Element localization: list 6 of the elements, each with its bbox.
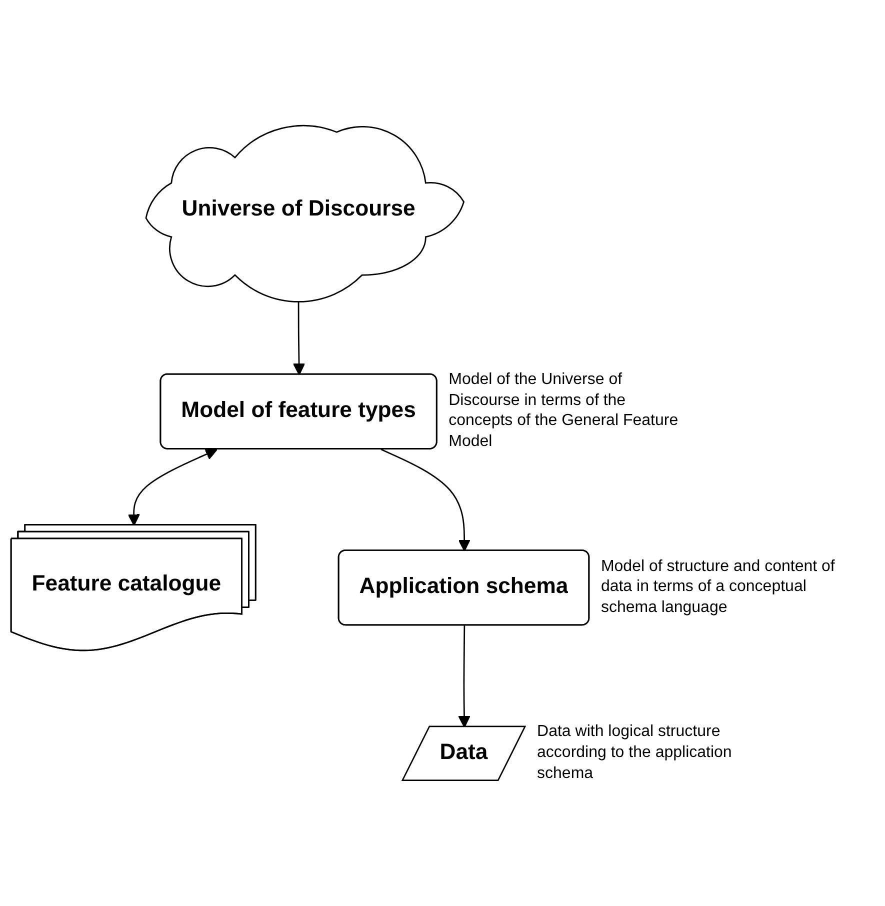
arrow	[458, 626, 470, 728]
arrow	[380, 448, 470, 552]
annotation-text: Data with logical structure according to the application schema	[537, 722, 733, 784]
annotation-text: Model of structure and content of data in terms of a conceptual schema language	[600, 556, 836, 618]
arrow	[128, 448, 218, 526]
annotation-text: Model of the Universe of Discourse in terms of the concepts of the General Feature Model	[448, 370, 680, 452]
